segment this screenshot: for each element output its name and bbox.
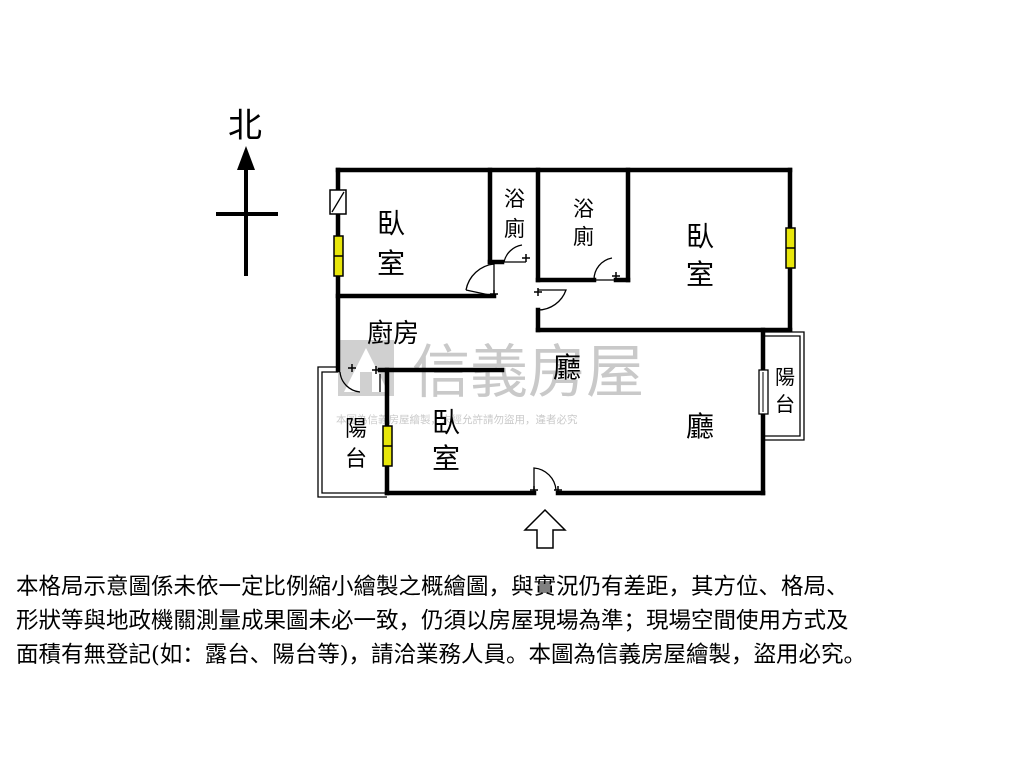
bath-left-label-2: 廁 xyxy=(504,217,525,241)
window-west xyxy=(333,235,344,277)
bedroom-nw-label-2: 室 xyxy=(377,247,405,280)
window-southwest xyxy=(382,425,393,467)
door-hinge-marks xyxy=(348,254,620,494)
kitchen-label: 廚房 xyxy=(367,319,419,349)
living-hall-label: 廳 xyxy=(686,410,714,443)
north-label: 北 xyxy=(228,106,262,146)
bedroom-ne-label-1: 臥 xyxy=(686,220,714,253)
hall-center-label: 廳 xyxy=(553,351,581,384)
door-bedroom-nw xyxy=(465,263,495,297)
doors xyxy=(339,244,616,493)
sliding-door-east xyxy=(758,369,769,415)
bedroom-ne-label-2: 室 xyxy=(686,258,714,291)
door-bath-left xyxy=(503,244,526,263)
bedroom-nw-label-1: 臥 xyxy=(377,207,405,240)
door-hall xyxy=(537,289,567,311)
bedroom-sw-label-1: 臥 xyxy=(432,406,460,439)
bath-left-label-1: 浴 xyxy=(504,187,525,211)
balcony-east-label-2: 台 xyxy=(775,392,795,416)
disclaimer-line-1: 本格局示意圖係未依一定比例縮小繪製之概繪圖，與實況仍有差距，其方位、格局、 xyxy=(16,574,849,600)
entrance-arrow-icon xyxy=(523,508,567,549)
watermark: 信義房屋 本圖為信義房屋繪製，未經允許請勿盜用，違者必究 xyxy=(336,338,644,426)
balcony-west-label-2: 台 xyxy=(345,447,367,472)
north-compass: 北 xyxy=(216,106,278,276)
balcony-east-label-1: 陽 xyxy=(775,365,795,389)
watermark-notice: 本圖為信義房屋繪製，未經允許請勿盜用，違者必究 xyxy=(336,413,578,426)
bath-right-label-2: 廁 xyxy=(573,225,594,249)
disclaimer-line-3: 面積有無登記(如：露台、陽台等)，請洽業務人員。本圖為信義房屋繪製，盜用必究。 xyxy=(16,642,867,668)
disclaimer: 本格局示意圖係未依一定比例縮小繪製之概繪圖，與實況仍有差距，其方位、格局、 形狀… xyxy=(16,570,1011,672)
ventilation-vent-icon xyxy=(329,189,347,215)
windows xyxy=(329,189,796,467)
room-labels: 臥 室 浴 廁 浴 廁 臥 室 廚房 廳 陽 台 臥 室 陽 台 廳 xyxy=(345,187,795,475)
balcony-west-label-1: 陽 xyxy=(345,417,367,442)
bedroom-sw-label-2: 室 xyxy=(432,442,460,475)
door-bath-right xyxy=(593,257,616,281)
floor-plan: 信義房屋 本圖為信義房屋繪製，未經允許請勿盜用，違者必究 北 xyxy=(216,106,805,549)
window-east xyxy=(785,227,796,269)
disclaimer-line-2: 形狀等與地政機關測量成果圖未必一致，仍須以房屋現場為準；現場空間使用方式及 xyxy=(16,608,849,634)
bath-right-label-1: 浴 xyxy=(573,197,594,221)
balcony-west-outline xyxy=(317,366,387,498)
door-entrance xyxy=(533,467,557,493)
door-balcony-west xyxy=(339,371,361,393)
north-arrow-icon xyxy=(237,146,255,170)
